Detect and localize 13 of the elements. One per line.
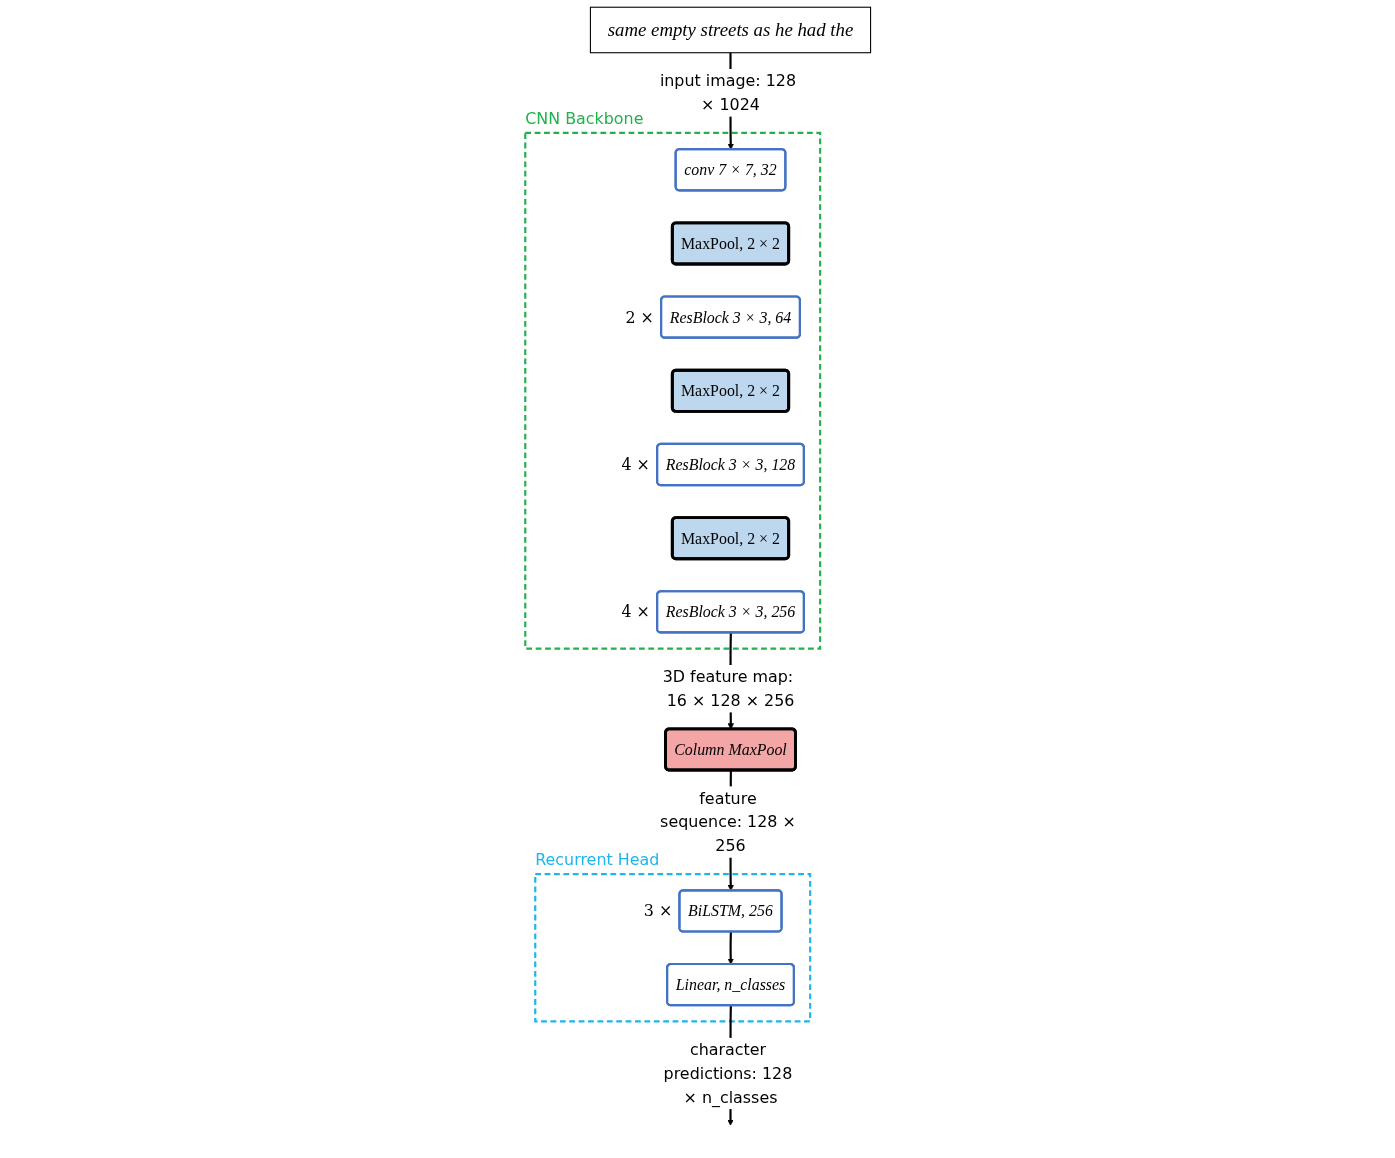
edge-label: character predictions: 128 × n_classes: [663, 1040, 792, 1107]
cluster: [523, 131, 821, 650]
edge-label: input image: 128 × 1024: [659, 71, 796, 114]
repeat-count: 3 ×: [643, 901, 672, 921]
cluster: [533, 872, 811, 1023]
node-label: CNN Backbone: [524, 109, 644, 128]
repeat-count: 4 ×: [621, 602, 650, 622]
repeat-count: 2 ×: [624, 307, 654, 327]
node-box: same empty streets as he had the: [589, 6, 871, 54]
edge-label: feature sequence: 128 × 256: [659, 789, 796, 855]
repeat-count: 4 ×: [621, 455, 650, 474]
edge-label: 3D feature map: 16 × 128 × 256: [662, 667, 794, 710]
node-label: Recurrent Head: [534, 850, 659, 869]
